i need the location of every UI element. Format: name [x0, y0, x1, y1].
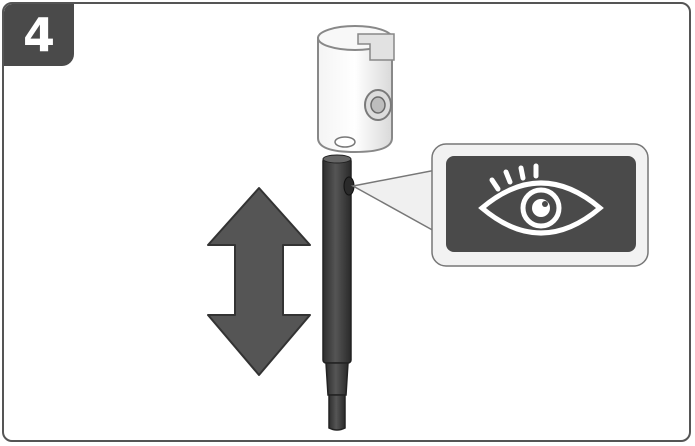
up-down-arrow-icon — [207, 187, 311, 376]
step-badge: 4 — [4, 4, 74, 66]
step-number: 4 — [22, 8, 55, 62]
eye-icon — [478, 163, 604, 236]
clamp-block — [317, 25, 395, 154]
callout-pointer — [350, 169, 437, 234]
inspection-callout — [431, 143, 649, 267]
mounting-pin — [322, 154, 355, 431]
